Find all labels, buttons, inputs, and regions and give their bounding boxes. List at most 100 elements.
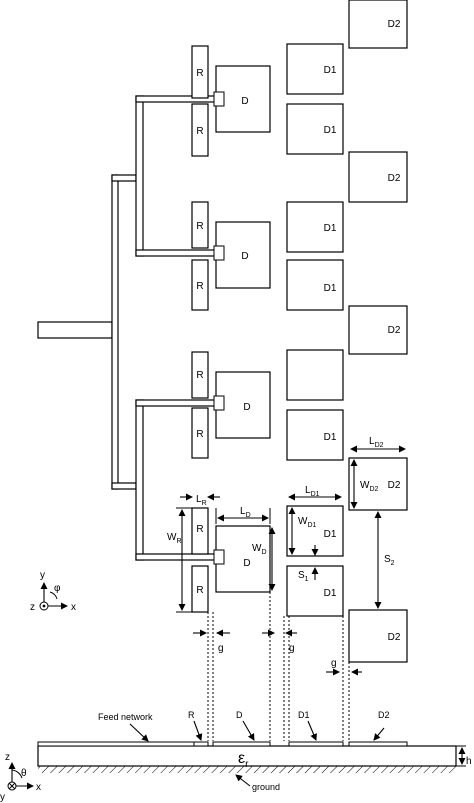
side-D1	[288, 741, 344, 747]
label-R: R	[196, 524, 203, 535]
axis-side-theta-label: θ	[21, 768, 27, 779]
side-D2-arrow	[373, 727, 385, 741]
axes-side-view: z x y θ	[0, 752, 41, 803]
label-R: R	[196, 68, 203, 79]
feed-branch-3	[135, 399, 217, 407]
dimensions: LR WR LD WD LD1 WD1 S1 LD2	[167, 436, 406, 676]
side-D2	[348, 741, 408, 747]
axis-side-z-label: z	[5, 752, 10, 763]
dim-LD2-label: LD2	[369, 436, 384, 449]
h-label: h	[466, 756, 472, 767]
side-view: εr Feed network R D D1 D2 ground h	[37, 710, 472, 792]
label-D: D	[243, 402, 250, 413]
axis-top-phi-label: φ	[54, 583, 61, 594]
dim-S2-label: S2	[384, 554, 395, 567]
label-R: R	[196, 429, 203, 440]
side-D1-arrow	[307, 720, 317, 741]
driven-patch-notch	[213, 549, 225, 565]
driven-patch-D	[215, 221, 271, 289]
label-R: R	[196, 126, 203, 137]
label-R: R	[196, 221, 203, 232]
element-group-4: D2 R R D D1 D1 D2	[191, 457, 408, 663]
label-D1: D1	[324, 529, 337, 540]
reflector-R-upper	[191, 507, 209, 555]
projection-lines	[207, 592, 350, 741]
axis-top-y-label: y	[40, 570, 45, 581]
reflector-R-lower	[191, 259, 209, 311]
dim-LD1-label: LD1	[305, 485, 320, 498]
director-D2	[348, 151, 408, 203]
label-D1: D1	[324, 283, 337, 294]
phi-arc	[49, 591, 58, 600]
label-D: D	[243, 558, 250, 569]
element-group-1: R R D D1 D1 D2	[191, 0, 408, 157]
dim-LD-label: LD	[240, 506, 251, 519]
side-D-label: D	[236, 710, 243, 720]
label-D1: D1	[324, 65, 337, 76]
dim-g1-label: g	[218, 643, 224, 654]
side-D1-label: D1	[298, 710, 310, 720]
feed-network-arrow	[129, 723, 149, 742]
label-R: R	[196, 585, 203, 596]
axis-side-y-label: y	[0, 792, 5, 803]
label-D: D	[241, 96, 248, 107]
element-group-2: D2 R R D D1 D1 D2	[191, 151, 408, 355]
label-D1: D1	[324, 223, 337, 234]
label-D2: D2	[388, 632, 401, 643]
side-R	[193, 741, 209, 747]
reflector-R-upper	[191, 201, 209, 249]
reflector-R-lower	[191, 565, 209, 613]
driven-patch-D	[215, 525, 271, 593]
reflector-R-upper	[191, 45, 209, 99]
dim-WD-label: WD	[252, 543, 267, 556]
side-R-arrow	[193, 720, 203, 741]
epsilon-r-label: εr	[238, 750, 249, 770]
director-D1-lower	[286, 409, 344, 461]
dim-WD2-label: WD2	[360, 480, 379, 493]
dim-LR-label: LR	[196, 494, 207, 507]
reflector-R-upper	[191, 351, 209, 399]
driven-patch-notch	[213, 245, 225, 261]
label-D1: D1	[324, 125, 337, 136]
driven-patch-D	[215, 65, 271, 133]
feed-branch-4	[135, 553, 217, 561]
label-D2: D2	[388, 19, 401, 30]
reflector-R-lower	[191, 103, 209, 157]
feed-trunk-upper	[135, 95, 144, 257]
feed-arm-upper	[111, 174, 137, 182]
feed-trunk-level1	[111, 174, 119, 490]
dim-WR-label: WR	[167, 532, 182, 545]
driven-patch-D	[215, 371, 271, 439]
feed-branch-2	[135, 249, 217, 257]
axis-z-out-dot	[42, 604, 46, 608]
theta-arc	[11, 769, 23, 779]
reflector-R-lower	[191, 407, 209, 459]
side-D	[212, 741, 271, 747]
ground-label: ground	[252, 782, 280, 792]
side-D-arrow	[242, 720, 255, 741]
feed-trunk-lower	[135, 399, 144, 561]
ground-arrow	[235, 774, 251, 787]
director-D2	[348, 0, 408, 49]
director-D1-lower	[286, 103, 344, 155]
driven-patch-notch	[213, 395, 225, 411]
label-D2: D2	[388, 173, 401, 184]
axes-top-view: y x z φ	[30, 570, 76, 613]
label-R: R	[196, 281, 203, 292]
axis-top-z-label: z	[30, 602, 35, 613]
director-D2	[348, 457, 408, 511]
dim-g3-label: g	[331, 658, 337, 669]
director-D1-lower	[286, 259, 344, 311]
axis-y-into-cross-b	[8, 782, 16, 790]
label-D2: D2	[388, 480, 401, 491]
side-D2-label: D2	[378, 710, 390, 720]
feed-input-stub	[37, 321, 113, 339]
feed-network-trace	[37, 741, 209, 747]
axis-side-x-label: x	[36, 782, 41, 793]
side-R-label: R	[188, 710, 195, 720]
director-D1-upper	[286, 201, 344, 253]
director-D1-upper	[286, 43, 344, 95]
director-D1-upper	[286, 349, 344, 401]
dim-g2-label: g	[289, 643, 295, 654]
